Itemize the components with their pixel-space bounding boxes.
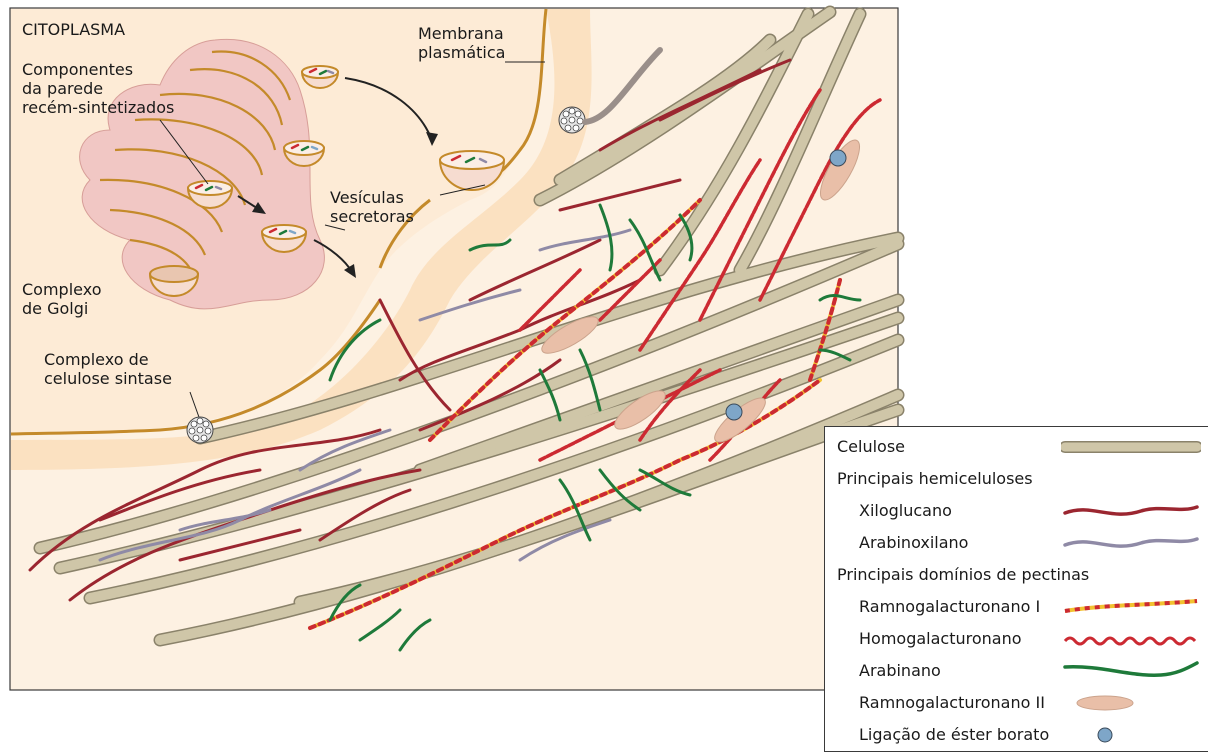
legend: Celulose Principais hemiceluloses Xilogl… xyxy=(824,426,1208,752)
wall-components-label: Componentes da parede recém-sintetizados xyxy=(22,60,174,117)
legend-item-xyloglucan: Xiloglucano xyxy=(825,499,1208,523)
legend-label: Ramnogalacturonano II xyxy=(859,693,1045,712)
golgi-complex-label: Complexo de Golgi xyxy=(22,280,101,318)
legend-group-hemicelluloses: Principais hemiceluloses xyxy=(825,467,1208,491)
cytoplasm-label: CITOPLASMA xyxy=(22,20,125,39)
legend-group-pectins: Principais domínios de pectinas xyxy=(825,563,1208,587)
legend-item-homogalacturonan: Homogalacturonano xyxy=(825,627,1208,651)
cellulose-synthase-label: Complexo de celulose sintase xyxy=(44,350,172,388)
rg1-swatch xyxy=(1061,595,1201,619)
legend-item-borate: Ligação de éster borato xyxy=(825,723,1208,747)
legend-item-cellulose: Celulose xyxy=(825,435,1208,459)
legend-label: Arabinano xyxy=(859,661,941,680)
secretory-vesicles-label: Vesículas secretoras xyxy=(330,188,414,226)
arabinan-swatch xyxy=(1061,659,1201,683)
arabinoxylan-swatch xyxy=(1061,531,1201,555)
legend-item-rg2: Ramnogalacturonano II xyxy=(825,691,1208,715)
legend-label: Xiloglucano xyxy=(859,501,952,520)
legend-heading: Principais hemiceluloses xyxy=(837,469,1033,488)
legend-item-arabinoxylan: Arabinoxilano xyxy=(825,531,1208,555)
homogalacturonan-swatch xyxy=(1061,627,1201,651)
cellulose-swatch xyxy=(1061,435,1201,459)
legend-label: Homogalacturonano xyxy=(859,629,1022,648)
legend-heading: Principais domínios de pectinas xyxy=(837,565,1089,584)
legend-label: Arabinoxilano xyxy=(859,533,968,552)
legend-label: Ligação de éster borato xyxy=(859,725,1049,744)
legend-item-rg1: Ramnogalacturonano I xyxy=(825,595,1208,619)
legend-item-arabinan: Arabinano xyxy=(825,659,1208,683)
legend-label: Celulose xyxy=(837,437,905,456)
rg2-swatch xyxy=(1061,691,1201,715)
borate-swatch xyxy=(1061,723,1201,747)
xyloglucan-swatch xyxy=(1061,499,1201,523)
plasma-membrane-label: Membrana plasmática xyxy=(418,24,505,62)
legend-label: Ramnogalacturonano I xyxy=(859,597,1040,616)
